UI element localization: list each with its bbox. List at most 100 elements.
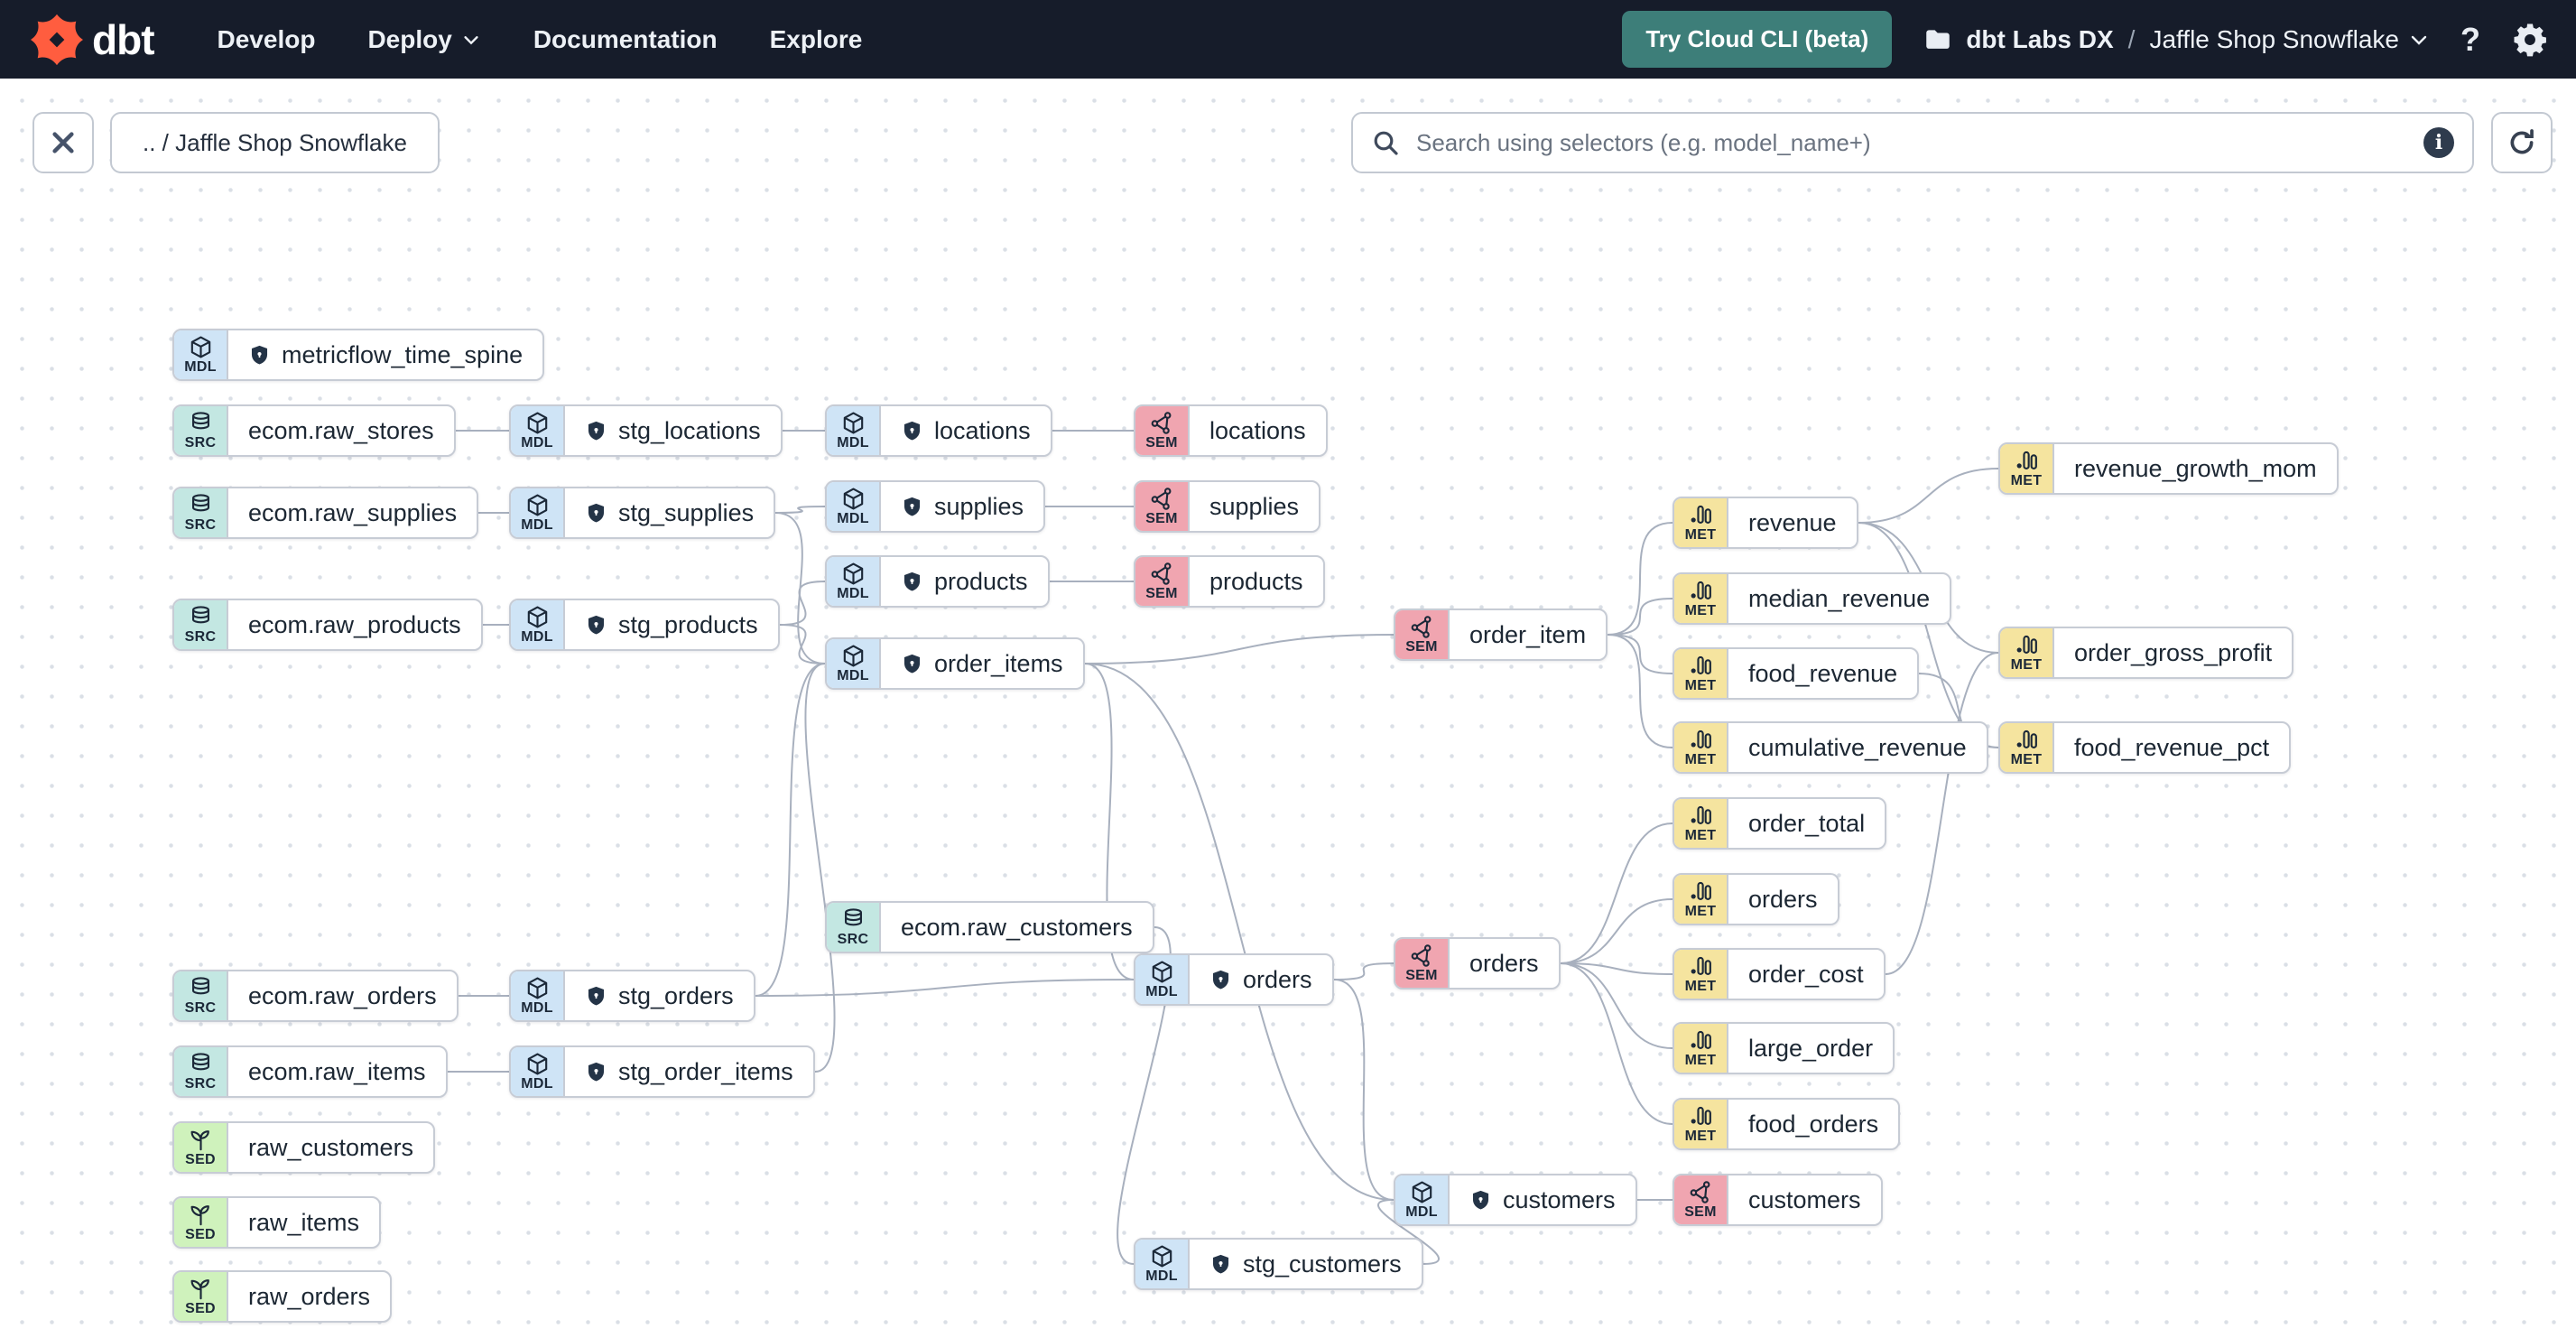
node-raw_orders_src[interactable]: SRC ecom.raw_orders: [172, 970, 459, 1022]
node-type-badge: SED: [174, 1198, 228, 1247]
menu-item-develop[interactable]: Develop: [217, 24, 316, 53]
lineage-canvas[interactable]: .. / Jaffle Shop Snowflake i MDL metricf…: [0, 79, 2576, 1338]
node-type-label: MDL: [1145, 984, 1178, 999]
lineage-breadcrumb[interactable]: .. / Jaffle Shop Snowflake: [110, 112, 440, 173]
shield-icon: [585, 985, 607, 1008]
node-orders_s[interactable]: SEM orders: [1394, 937, 1561, 990]
try-cloud-cli-button[interactable]: Try Cloud CLI (beta): [1622, 11, 1893, 68]
node-type-label: SEM: [1405, 639, 1438, 655]
lineage-breadcrumb-label: .. / Jaffle Shop Snowflake: [143, 128, 407, 156]
node-order_gross_profit[interactable]: MET order_gross_profit: [1998, 627, 2294, 679]
node-revenue[interactable]: MET revenue: [1673, 497, 1858, 549]
node-food_orders[interactable]: MET food_orders: [1673, 1098, 1901, 1150]
node-stg_orders[interactable]: MDL stg_orders: [509, 970, 755, 1022]
node-body: orders: [1728, 875, 1838, 924]
node-type-badge: MDL: [827, 639, 881, 688]
node-customers_m[interactable]: MDL customers: [1394, 1174, 1637, 1226]
node-body: large_order: [1728, 1024, 1893, 1073]
menu-item-deploy[interactable]: Deploy: [367, 25, 480, 54]
node-type-badge: SED: [174, 1123, 228, 1172]
node-large_order[interactable]: MET large_order: [1673, 1022, 1895, 1074]
node-raw_supplies_src[interactable]: SRC ecom.raw_supplies: [172, 487, 479, 539]
menu-item-explore[interactable]: Explore: [769, 24, 863, 53]
info-icon[interactable]: i: [2423, 127, 2454, 158]
dbt-brand[interactable]: dbt: [31, 14, 155, 66]
node-type-label: MDL: [521, 1000, 553, 1016]
search-input[interactable]: [1414, 127, 2409, 158]
node-type-label: MDL: [837, 435, 869, 451]
node-raw_stores_src[interactable]: SRC ecom.raw_stores: [172, 404, 456, 457]
node-raw_items_src[interactable]: SRC ecom.raw_items: [172, 1045, 448, 1098]
metric-bars-icon: [1691, 655, 1711, 675]
node-food_revenue_pct[interactable]: MET food_revenue_pct: [1998, 721, 2292, 774]
node-cumulative_revenue[interactable]: MET cumulative_revenue: [1673, 721, 1988, 774]
node-type-label: MDL: [1145, 1268, 1178, 1284]
node-order_total[interactable]: MET order_total: [1673, 797, 1887, 850]
node-seed_orders[interactable]: SED raw_orders: [172, 1270, 393, 1323]
model-cube-icon: [527, 494, 547, 516]
node-supplies_s[interactable]: SEM supplies: [1134, 480, 1321, 533]
source-database-icon: [191, 606, 209, 624]
settings-gear-icon[interactable]: [2511, 21, 2549, 59]
node-type-badge: MDL: [511, 406, 565, 455]
node-type-badge: MET: [1674, 1100, 1728, 1148]
node-locations_s[interactable]: SEM locations: [1134, 404, 1328, 457]
node-locations_m[interactable]: MDL locations: [825, 404, 1052, 457]
node-stg_locations[interactable]: MDL stg_locations: [509, 404, 783, 457]
shield-icon: [901, 420, 923, 442]
metric-bars-icon: [1691, 581, 1711, 600]
node-label: revenue: [1748, 508, 1837, 536]
account-selector[interactable]: dbt Labs DX: [1923, 24, 2114, 55]
node-revenue_growth_mom[interactable]: MET revenue_growth_mom: [1998, 442, 2339, 495]
project-selector[interactable]: Jaffle Shop Snowflake: [2149, 25, 2430, 54]
node-type-badge: MDL: [174, 330, 228, 379]
node-seed_customers[interactable]: SED raw_customers: [172, 1121, 436, 1174]
node-orders_m[interactable]: MDL orders: [1134, 953, 1334, 1006]
node-type-badge: MET: [2000, 628, 2054, 677]
node-body: stg_locations: [565, 406, 781, 455]
refresh-button[interactable]: [2491, 112, 2553, 173]
node-products_m[interactable]: MDL products: [825, 555, 1050, 608]
node-type-badge: MET: [1674, 649, 1728, 698]
node-type-badge: MDL: [511, 600, 565, 649]
close-lineage-button[interactable]: [32, 112, 94, 173]
node-type-label: MDL: [1405, 1204, 1438, 1220]
node-body: order_cost: [1728, 950, 1884, 999]
node-type-badge: MET: [1674, 574, 1728, 623]
node-stg_products[interactable]: MDL stg_products: [509, 599, 780, 651]
node-label: stg_orders: [618, 981, 734, 1009]
node-supplies_m[interactable]: MDL supplies: [825, 480, 1046, 533]
source-database-icon: [191, 412, 209, 430]
help-icon[interactable]: ?: [2460, 20, 2480, 58]
model-cube-icon: [190, 336, 210, 358]
node-mts[interactable]: MDL metricflow_time_spine: [172, 329, 545, 381]
node-orders_met[interactable]: MET orders: [1673, 873, 1839, 925]
node-label: raw_items: [248, 1208, 360, 1236]
node-food_revenue[interactable]: MET food_revenue: [1673, 647, 1920, 700]
node-raw_products_src[interactable]: SRC ecom.raw_products: [172, 599, 483, 651]
node-order_item_s[interactable]: SEM order_item: [1394, 609, 1608, 661]
node-label: orders: [1469, 949, 1539, 977]
brand-wordmark: dbt: [92, 15, 155, 63]
node-seed_items[interactable]: SED raw_items: [172, 1196, 382, 1249]
metric-bars-icon: [1691, 956, 1711, 976]
node-stg_order_items[interactable]: MDL stg_order_items: [509, 1045, 815, 1098]
node-raw_customers_src[interactable]: SRC ecom.raw_customers: [825, 901, 1154, 953]
node-stg_customers[interactable]: MDL stg_customers: [1134, 1238, 1423, 1290]
node-label: order_total: [1748, 809, 1866, 837]
node-customers_s[interactable]: SEM customers: [1673, 1174, 1883, 1226]
node-body: ecom.raw_stores: [228, 406, 454, 455]
node-order_cost[interactable]: MET order_cost: [1673, 948, 1886, 1000]
node-type-badge: MET: [2000, 444, 2054, 493]
node-label: customers: [1503, 1185, 1616, 1213]
node-order_items[interactable]: MDL order_items: [825, 637, 1085, 690]
node-label: ecom.raw_customers: [901, 913, 1133, 941]
node-stg_supplies[interactable]: MDL stg_supplies: [509, 487, 776, 539]
node-median_revenue[interactable]: MET median_revenue: [1673, 572, 1952, 625]
node-type-badge: MDL: [1395, 1175, 1450, 1224]
node-body: locations: [881, 406, 1051, 455]
node-products_s[interactable]: SEM products: [1134, 555, 1325, 608]
node-type-badge: MDL: [511, 1047, 565, 1096]
menu-item-documentation[interactable]: Documentation: [533, 24, 718, 53]
node-body: stg_orders: [565, 971, 754, 1020]
